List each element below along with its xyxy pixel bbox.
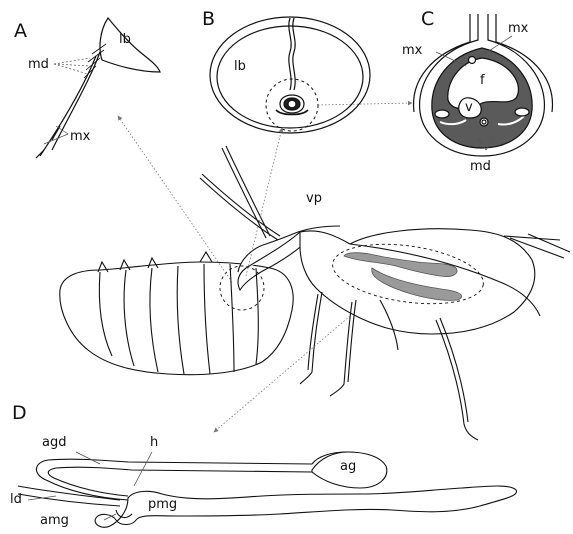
labium-outline: [100, 18, 160, 72]
mandible-stylet: [52, 52, 100, 150]
accessory-gland: [312, 452, 387, 488]
panel-c-drawing: [414, 14, 553, 156]
insect-drawing: [60, 146, 570, 440]
panel-b-drawing: [210, 17, 370, 133]
panel-a-drawing: [36, 18, 160, 158]
leg-hind: [436, 318, 478, 440]
antenna: [222, 148, 266, 238]
panel-a-leaders: [44, 58, 90, 144]
principal-gland: [95, 486, 516, 527]
maxilla-stylet: [40, 56, 96, 156]
panel-d-drawing: [18, 452, 517, 527]
leg-front: [300, 292, 322, 384]
